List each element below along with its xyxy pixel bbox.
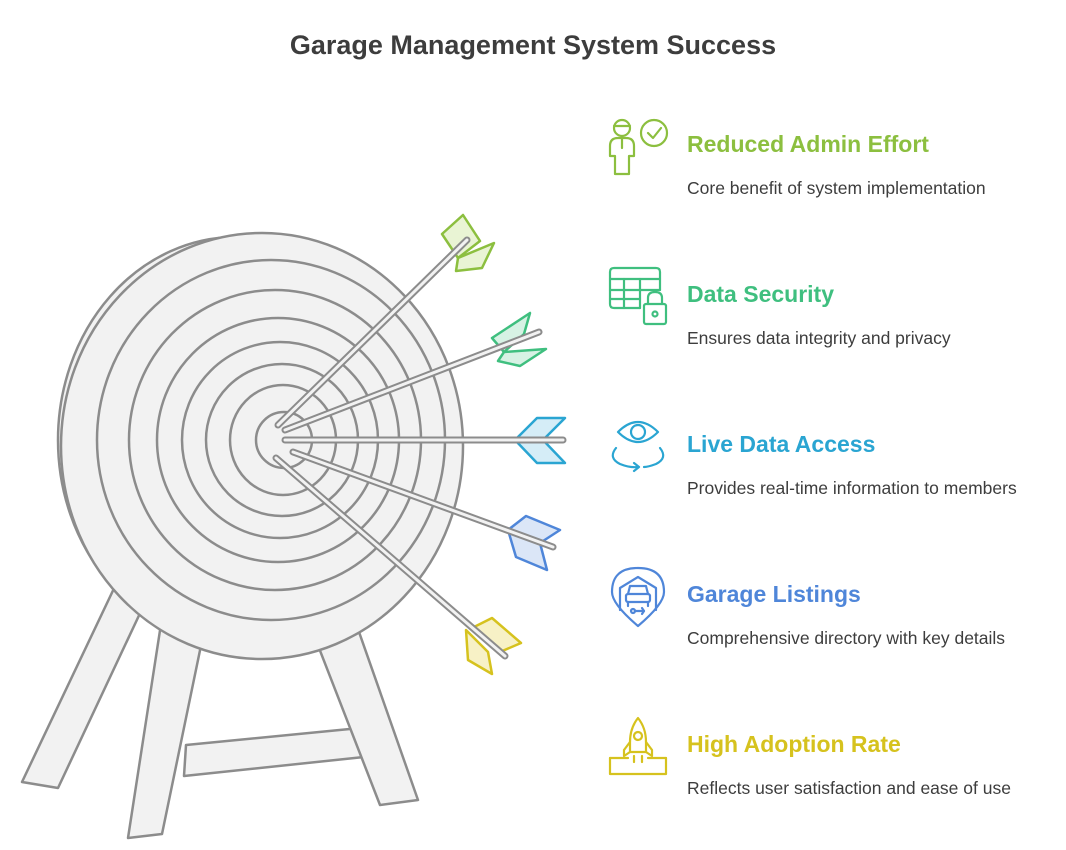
item-heading: Garage Listings: [687, 581, 861, 607]
arrow-green: [281, 311, 548, 434]
arrow-shaft: [274, 456, 507, 658]
item-heading: Reduced Admin Effort: [687, 131, 929, 157]
item-reduced-admin-effort: Reduced Admin Effort Core benefit of sys…: [606, 114, 1061, 224]
item-description: Reflects user satisfaction and ease of u…: [687, 778, 1011, 798]
arrow-shaft: [283, 330, 541, 432]
car-location-pin-icon: [610, 566, 666, 628]
item-description: Core benefit of system implementation: [687, 178, 986, 198]
item-data-security: Data Security Ensures data integrity and…: [606, 264, 1061, 374]
item-heading: High Adoption Rate: [687, 731, 901, 757]
stand-brace: [182, 726, 366, 778]
target-board: [56, 231, 465, 661]
arrow-fletching: [464, 628, 494, 676]
item-live-data-access: Live Data Access Provides real-time info…: [606, 414, 1061, 524]
page-title: Garage Management System Success: [289, 30, 777, 60]
stand-leg-left: [20, 578, 152, 790]
table-lock-icon: [608, 266, 668, 326]
item-description: Provides real-time information to member…: [687, 478, 1017, 498]
arrow-cyan: [281, 416, 567, 465]
rocket-launch-icon: [608, 716, 668, 776]
item-description: Ensures data integrity and privacy: [687, 328, 951, 348]
eye-sync-icon: [611, 420, 665, 473]
item-garage-listings: Garage Listings Comprehensive directory …: [606, 564, 1061, 674]
arrow-shaft: [291, 450, 555, 549]
arrow-green-lime: [274, 213, 496, 429]
arrow-fletching: [496, 347, 548, 368]
item-high-adoption-rate: High Adoption Rate Reflects user satisfa…: [606, 714, 1061, 824]
arrow-shaft: [276, 238, 469, 427]
item-description: Comprehensive directory with key details: [687, 628, 1006, 648]
arrow-fletching: [454, 241, 496, 273]
item-heading: Data Security: [687, 281, 835, 307]
person-check-icon: [608, 118, 669, 176]
item-heading: Live Data Access: [687, 431, 876, 457]
arrow-blue: [289, 448, 562, 572]
arrow-yellow: [272, 454, 523, 676]
